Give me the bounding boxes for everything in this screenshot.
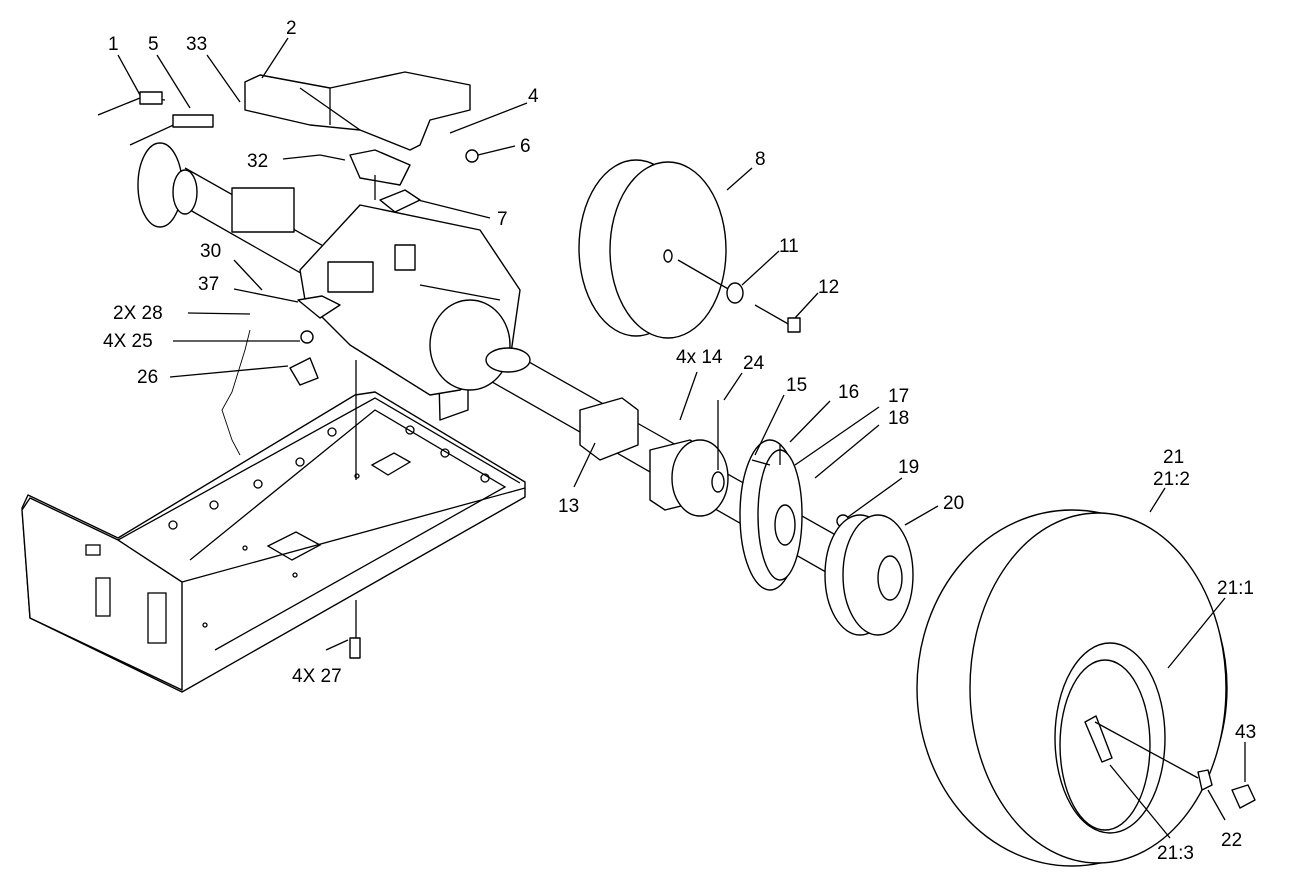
counterweight-disc [578,159,801,339]
callout-24: 24 [743,353,765,374]
callout-19: 19 [898,457,919,478]
brake-assembly [717,400,914,636]
callout-13: 13 [558,496,579,517]
callout-37: 37 [198,274,219,295]
callout-21-2: 21:2 [1153,469,1190,490]
callout-33: 33 [186,34,207,55]
callout-26: 26 [137,367,158,388]
wheel-and-tire [916,509,1256,867]
callout-6: 6 [520,136,531,157]
callout-4: 4 [528,86,539,107]
callout-43: 43 [1235,722,1256,743]
callout-2x28: 2X 28 [113,303,163,324]
callout-1: 1 [108,34,119,55]
frame-plate [21,391,526,693]
callout-11: 11 [779,236,799,257]
control-brackets [97,71,479,213]
callout-22: 22 [1221,830,1242,851]
callout-30: 30 [200,241,221,262]
left-cable-and-hardware [221,295,361,659]
callout-20: 20 [943,493,964,514]
callout-5: 5 [148,34,159,55]
callout-21: 21 [1163,447,1184,468]
callout-12: 12 [818,277,839,298]
callout-18: 18 [888,408,909,429]
callout-7: 7 [497,209,508,230]
callout-4x14: 4x 14 [676,347,723,368]
transaxle-housing [299,204,531,396]
callout-21-3: 21:3 [1157,843,1194,864]
callout-4x25: 4X 25 [103,331,153,352]
callout-8: 8 [755,149,766,170]
callout-labels: 1 5 33 2 4 6 32 7 8 11 12 30 37 2X 28 4X… [103,18,1256,864]
callout-16: 16 [838,382,859,403]
callout-32: 32 [247,151,268,172]
callout-15: 15 [786,375,807,396]
callout-4x27: 4X 27 [292,666,342,687]
callout-2: 2 [286,18,297,39]
callout-21-1: 21:1 [1217,578,1254,599]
callout-17: 17 [888,386,909,407]
leader-lines [117,37,1246,839]
